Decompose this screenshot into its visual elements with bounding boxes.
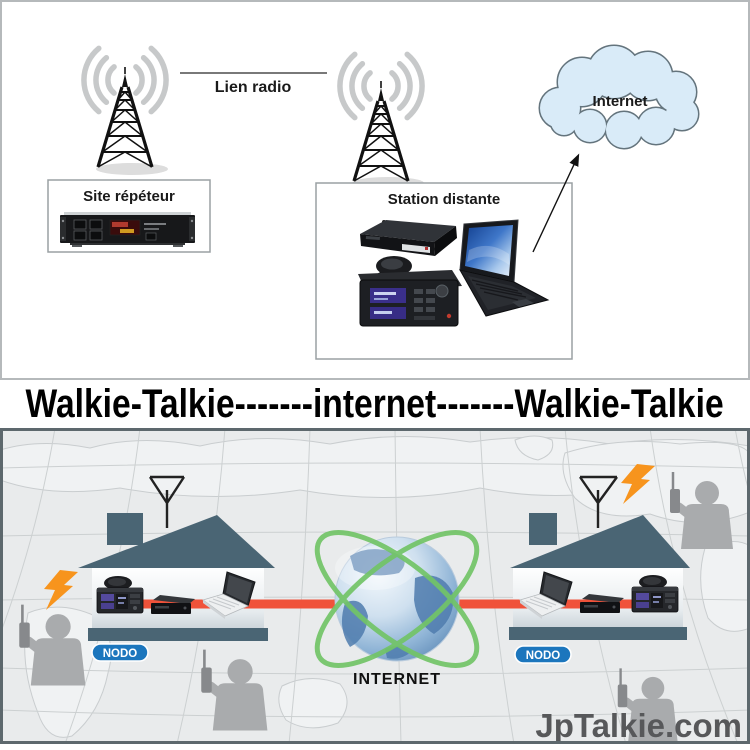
watermark-text: JpTalkie.com [535, 707, 742, 744]
internet-cloud-label: Internet [592, 93, 647, 110]
repeater-site-label: Site répéteur [83, 188, 175, 205]
right-antenna-icon [579, 475, 618, 528]
globe-orbits [314, 530, 480, 668]
nodes-map-diagram: INTERNET NODO NODO JpTalkie.com [0, 428, 750, 750]
repeater-site-box: Site répéteur [47, 179, 211, 253]
internet-cloud-icon: Internet [538, 44, 700, 150]
to-internet-arrow [532, 153, 580, 253]
left-node-badge-label: NODO [103, 648, 138, 660]
remote-station-label: Station distante [388, 191, 501, 208]
remote-station-box: Station distante [315, 153, 580, 360]
headline-band: Walkie-Talkie-------internet-------Walki… [0, 380, 750, 428]
left-antenna-icon [148, 475, 186, 528]
map-section-border [0, 428, 750, 744]
laptop-icon [459, 219, 550, 317]
repeater-device-icon [60, 212, 195, 247]
right-node-badge-label: NODO [526, 650, 561, 662]
radio-link-label: Lien radio [215, 79, 292, 96]
right-node-badge: NODO [514, 645, 572, 664]
left-node-badge: NODO [91, 643, 149, 662]
right-house [509, 513, 690, 640]
headline-text: Walkie-Talkie-------internet-------Walki… [25, 381, 725, 426]
repeater-diagram: Lien radio Site répéteur [0, 0, 750, 380]
mobile-radio-icon [358, 256, 462, 327]
top-section-border [0, 0, 750, 380]
internet-globe-icon: INTERNET [314, 530, 480, 688]
globe-internet-label: INTERNET [353, 671, 441, 688]
bottom-margin [0, 744, 750, 750]
node-modem-icon [360, 220, 457, 256]
